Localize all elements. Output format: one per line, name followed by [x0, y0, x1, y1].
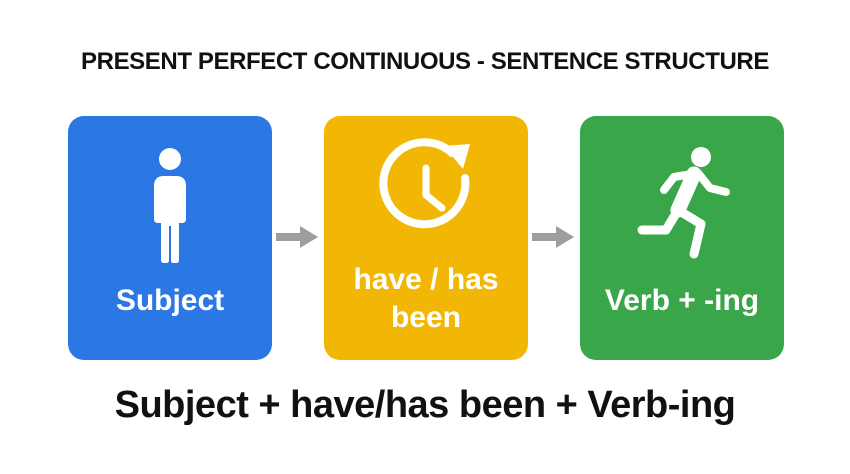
subject-box: Subject [68, 116, 272, 360]
verb-ing-box: Verb + -ing [580, 116, 784, 360]
person-icon [154, 148, 186, 263]
have-has-been-box: have / has been [324, 116, 528, 360]
verb-ing-label: Verb + -ing [604, 284, 760, 317]
clock-refresh-icon [379, 138, 470, 229]
arrow-right-icon [532, 226, 574, 248]
running-person-icon [637, 147, 730, 259]
sentence-formula: Subject + have/has been + Verb-ing [114, 384, 736, 426]
arrow-right-icon [276, 226, 318, 248]
have-has-label-line2: been [390, 301, 462, 334]
have-has-label-line1: have / has [353, 263, 499, 296]
subject-label: Subject [115, 284, 225, 317]
diagram-title: PRESENT PERFECT CONTINUOUS - SENTENCE ST… [81, 48, 769, 75]
